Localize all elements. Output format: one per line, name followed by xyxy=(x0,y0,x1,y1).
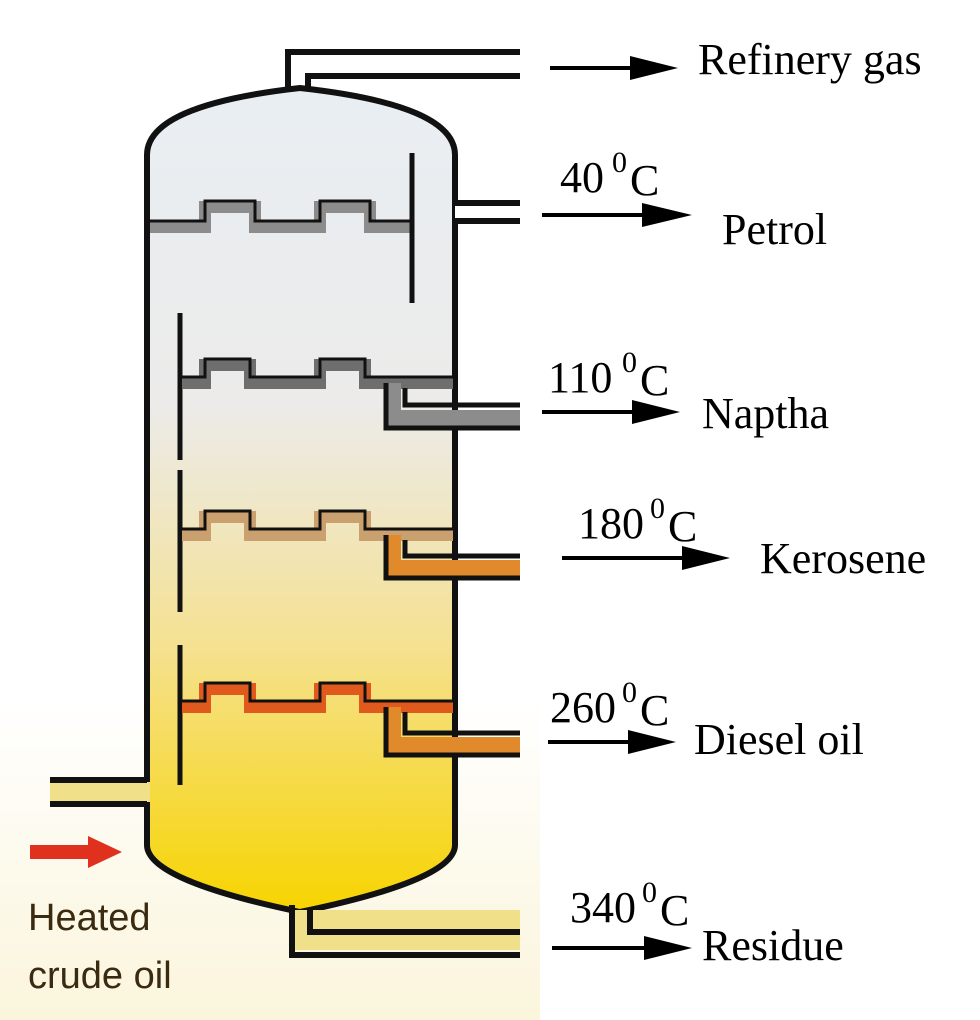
temp-sup: 0 xyxy=(622,346,637,379)
product-label-residue: Residue xyxy=(702,921,844,970)
distillation-column xyxy=(144,84,458,916)
temp-unit: C xyxy=(640,356,669,405)
temp-unit: C xyxy=(660,886,689,935)
pipe-residue xyxy=(289,905,520,958)
temp-value: 340 xyxy=(570,883,636,932)
temp-value: 40 xyxy=(560,153,604,202)
arrow-residue-icon xyxy=(552,936,692,960)
arrow-kerosene-icon xyxy=(562,546,730,570)
temp-label-residue: 340 0 C xyxy=(570,876,689,935)
temp-unit: C xyxy=(640,686,669,735)
feed-label-line2: crude oil xyxy=(28,955,172,997)
temp-value: 110 xyxy=(548,353,612,402)
pipe-petrol xyxy=(455,200,520,224)
tray-naptha xyxy=(177,313,520,460)
temp-sup: 0 xyxy=(612,146,627,179)
tray-kerosene xyxy=(177,470,520,612)
pipe-refinery-gas xyxy=(285,49,520,88)
arrow-refinery-gas-icon xyxy=(550,56,678,80)
product-arrows xyxy=(542,56,730,960)
product-label-refinery-gas: Refinery gas xyxy=(698,35,922,84)
temp-unit: C xyxy=(668,502,697,551)
temp-value: 180 xyxy=(578,499,644,548)
temp-label-diesel: 260 0 C xyxy=(550,676,669,735)
arrow-diesel-icon xyxy=(548,730,676,754)
temp-unit: C xyxy=(630,156,659,205)
temp-sup: 0 xyxy=(642,876,657,909)
temp-sup: 0 xyxy=(650,492,665,525)
temp-value: 260 xyxy=(550,683,616,732)
temp-label-kerosene: 180 0 C xyxy=(578,492,697,551)
product-label-diesel: Diesel oil xyxy=(694,715,864,764)
product-label-naptha: Naptha xyxy=(702,389,829,438)
tray-diesel xyxy=(177,645,520,785)
arrow-petrol-icon xyxy=(542,203,692,227)
feed-arrow-icon xyxy=(30,836,122,868)
pipe-feed xyxy=(50,777,150,807)
product-label-petrol: Petrol xyxy=(722,205,827,254)
temp-label-naptha: 110 0 C xyxy=(548,346,669,405)
arrow-naptha-icon xyxy=(542,400,680,424)
product-label-kerosene: Kerosene xyxy=(760,534,926,583)
temp-label-petrol: 40 0 C xyxy=(560,146,659,205)
temp-sup: 0 xyxy=(622,676,637,709)
feed-label-line1: Heated xyxy=(28,897,151,939)
tray-petrol xyxy=(150,153,415,303)
